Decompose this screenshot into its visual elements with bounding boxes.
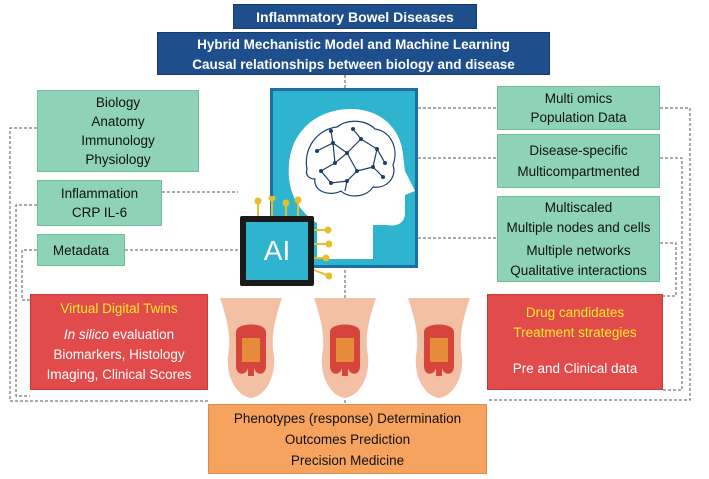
biology-box: Biology Anatomy Immunology Physiology xyxy=(37,90,199,172)
subtitle-box: Hybrid Mechanistic Model and Machine Lea… xyxy=(157,32,550,75)
pre-clinical-line: Pre and Clinical data xyxy=(512,361,638,376)
biomarkers-line: Biomarkers, Histology xyxy=(53,347,185,362)
population-data-line: Population Data xyxy=(530,110,627,125)
drug-candidates-box: Drug candidates Treatment strategies Pre… xyxy=(487,294,663,390)
evaluation-text: evaluation xyxy=(108,327,175,342)
outcomes-prediction-line: Outcomes Prediction xyxy=(284,432,411,447)
outcomes-box: Phenotypes (response) Determination Outc… xyxy=(208,404,487,474)
in-silico-italic: In silico xyxy=(63,327,109,342)
imaging-line: Imaging, Clinical Scores xyxy=(46,367,192,382)
disease-specific-line: Disease-specific xyxy=(529,143,628,158)
multi-omics-line: Multi omics xyxy=(544,91,613,106)
title-box: Inflammatory Bowel Diseases xyxy=(233,4,477,29)
multiscaled-box: Multiscaled Multiple nodes and cells Mul… xyxy=(497,196,660,282)
multiple-networks-line: Multiple networks xyxy=(526,242,631,258)
immunology-line: Immunology xyxy=(81,133,155,148)
drug-candidates-line: Drug candidates xyxy=(525,305,625,320)
omics-box: Multi omics Population Data xyxy=(497,86,660,130)
digestive-tract-icon xyxy=(314,298,376,398)
subtitle-line-1: Hybrid Mechanistic Model and Machine Lea… xyxy=(197,37,510,52)
biology-line: Biology xyxy=(95,95,141,110)
ai-chip-icon xyxy=(240,194,333,286)
subtitle-line-2: Causal relationships between biology and… xyxy=(192,57,515,72)
qualitative-interactions-line: Qualitative interactions xyxy=(510,262,647,278)
precision-medicine-line: Precision Medicine xyxy=(290,453,405,468)
metadata-line: Metadata xyxy=(52,242,110,258)
title-text: Inflammatory Bowel Diseases xyxy=(256,9,454,25)
phenotypes-line: Phenotypes (response) Determination xyxy=(233,411,462,426)
metadata-box: Metadata xyxy=(37,234,125,266)
digestive-tract-icon xyxy=(408,298,470,398)
in-silico-line: In silico evaluation xyxy=(31,325,207,345)
virtual-twins-box: Virtual Digital Twins In silico evaluati… xyxy=(30,294,208,390)
treatment-strategies-line: Treatment strategies xyxy=(513,325,637,340)
multiscaled-line: Multiscaled xyxy=(544,199,613,215)
virtual-twins-title: Virtual Digital Twins xyxy=(60,301,178,316)
ai-chip: AI xyxy=(232,194,333,292)
physiology-line: Physiology xyxy=(85,152,151,167)
inflammation-box: Inflammation CRP IL-6 xyxy=(37,180,162,226)
disease-specific-box: Disease-specific Multicompartmented xyxy=(497,134,660,188)
digestive-tract-icon xyxy=(220,298,282,398)
inflammation-line: Inflammation xyxy=(60,186,139,201)
crp-il6-line: CRP IL-6 xyxy=(71,205,128,220)
brain-head-icon xyxy=(288,109,415,259)
multicompartmented-line: Multicompartmented xyxy=(517,164,640,179)
anatomy-line: Anatomy xyxy=(91,114,145,129)
ai-label: AI xyxy=(263,235,291,266)
multiple-nodes-line: Multiple nodes and cells xyxy=(506,219,651,235)
